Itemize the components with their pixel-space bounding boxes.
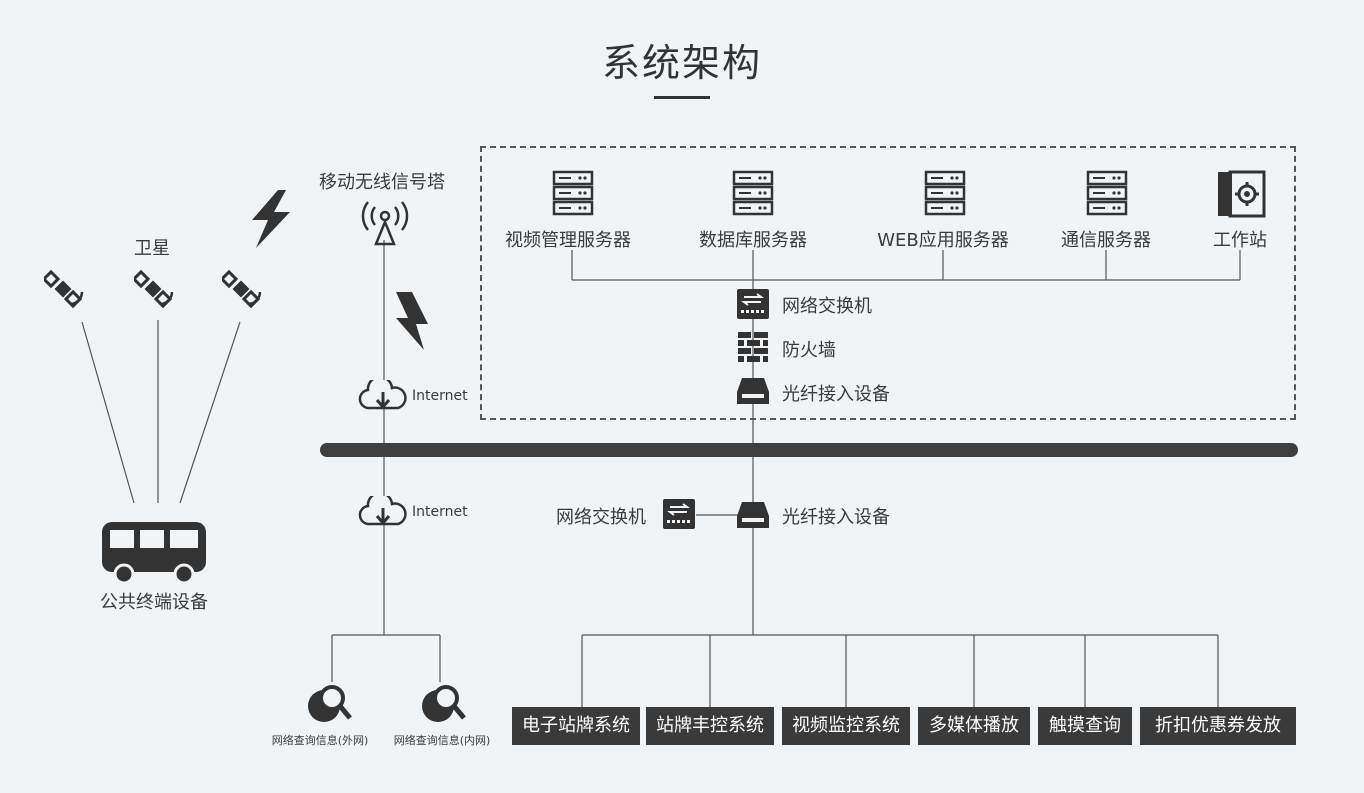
fiber-access-device-icon	[737, 502, 769, 528]
fiber-access-device-icon	[737, 378, 769, 404]
globe-search-icon	[308, 685, 352, 722]
switch-label-top: 网络交换机	[782, 296, 872, 317]
server-icon	[552, 170, 594, 216]
network-switch-icon	[737, 289, 769, 319]
title-underline	[654, 96, 710, 99]
backbone-bus	[320, 443, 1298, 457]
firewall-icon	[738, 332, 768, 362]
cloud-download-icon	[358, 496, 407, 526]
fiber-label-top: 光纤接入设备	[782, 384, 890, 405]
page-title: 系统架构	[601, 41, 762, 85]
server-label-database: 数据库服务器	[699, 230, 807, 251]
workstation-icon	[1218, 170, 1266, 218]
query-external-label: 网络查询信息(外网)	[271, 734, 369, 747]
server-zone-box	[480, 146, 1296, 420]
system-box-touch-query: 触摸查询	[1038, 707, 1132, 745]
switch-label-lower: 网络交换机	[556, 507, 646, 528]
firewall-label: 防火墙	[782, 340, 836, 361]
satellite-label: 卫星	[134, 238, 170, 259]
server-icon	[1086, 170, 1128, 216]
tower-label: 移动无线信号塔	[319, 172, 445, 193]
system-box-multimedia: 多媒体播放	[918, 707, 1030, 745]
network-switch-icon	[663, 499, 695, 529]
system-box-coupon: 折扣优惠券发放	[1140, 707, 1296, 745]
internet-label-top: Internet	[412, 388, 468, 404]
query-internal-label: 网络查询信息(内网)	[393, 734, 491, 747]
system-box-e-sign: 电子站牌系统	[512, 707, 640, 745]
bus-icon	[102, 522, 206, 584]
satellite-icon	[44, 269, 84, 309]
server-label-web: WEB应用服务器	[877, 230, 1009, 251]
globe-search-icon	[422, 685, 466, 722]
server-label-video: 视频管理服务器	[505, 230, 631, 251]
server-icon	[924, 170, 966, 216]
lightning-icon	[396, 292, 428, 350]
signal-tower-icon	[361, 201, 409, 246]
satellite-icon	[134, 269, 174, 309]
satellite-icon	[222, 269, 262, 309]
terminal-label: 公共终端设备	[100, 592, 208, 613]
workstation-label: 工作站	[1213, 230, 1267, 251]
server-icon	[732, 170, 774, 216]
server-label-comm: 通信服务器	[1061, 230, 1151, 251]
internet-label-bottom: Internet	[412, 504, 468, 520]
lightning-icon	[252, 190, 290, 248]
system-box-video-monitor: 视频监控系统	[782, 707, 910, 745]
fiber-label-lower: 光纤接入设备	[782, 507, 890, 528]
system-box-sign-control: 站牌丰控系统	[646, 707, 774, 745]
cloud-download-icon	[358, 380, 407, 410]
